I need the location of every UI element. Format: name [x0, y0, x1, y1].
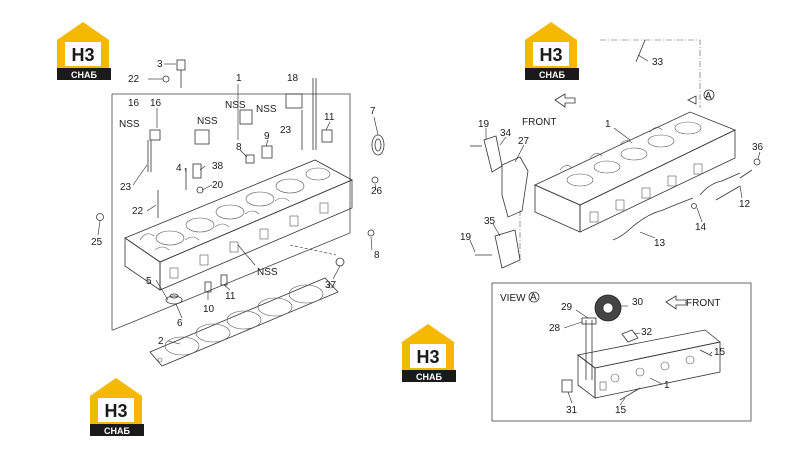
callout: 2 — [158, 336, 164, 347]
callout: 5 — [146, 276, 152, 287]
callout: 1 — [236, 73, 242, 84]
callout: 1 — [664, 380, 670, 391]
callouts-right: 33 1 19 34 27 36 12 14 13 35 19 — [460, 57, 764, 249]
callout: 26 — [371, 186, 383, 197]
nss-label: NSS — [225, 100, 246, 111]
logo-bottom-left: H3 CHAБ — [90, 378, 144, 436]
view-a-front-arrow — [665, 295, 687, 310]
callout: 18 — [287, 73, 299, 84]
callout: 15 — [714, 347, 726, 358]
right-exploded-view: FRONT A — [460, 39, 764, 269]
callout: 8 — [374, 250, 380, 261]
callout: 36 — [752, 142, 764, 153]
callout: 28 — [549, 323, 561, 334]
view-marker: A — [687, 89, 715, 105]
callout: 30 — [632, 297, 644, 308]
logo-caption: CHAБ — [539, 70, 565, 80]
callout: 12 — [739, 199, 751, 210]
callout: 31 — [566, 405, 578, 416]
callout: 7 — [370, 106, 376, 117]
left-frame — [111, 93, 351, 331]
callout: 23 — [120, 182, 132, 193]
nss-label: NSS — [256, 104, 277, 115]
callout: 35 — [484, 216, 496, 227]
callouts-left: 3 22 1 18 16 16 NSS NSS NSS NSS 7 11 23 … — [91, 59, 383, 347]
callout: 27 — [518, 136, 530, 147]
view-a-detail: VIEW A FRONT — [491, 282, 752, 422]
logo-letters: H3 — [104, 401, 127, 421]
logo-mid: H3 CHAБ — [402, 324, 456, 382]
logo-caption: CHAБ — [71, 70, 97, 80]
logo-top-left: H3 CHAБ — [57, 22, 111, 80]
callout: 34 — [500, 128, 512, 139]
callout: 37 — [325, 280, 337, 291]
view-marker-letter: A — [705, 91, 712, 102]
callout: 19 — [478, 119, 490, 130]
callout: 11 — [324, 112, 335, 123]
small-parts-left — [96, 59, 385, 305]
callout: 16 — [150, 98, 162, 109]
left-exploded-view: 3 22 1 18 16 16 NSS NSS NSS NSS 7 11 23 … — [91, 59, 385, 367]
nss-label: NSS — [119, 119, 140, 130]
callout: 25 — [91, 237, 103, 248]
logo-top-center: H3 CHAБ — [525, 22, 579, 80]
callout: 22 — [132, 206, 144, 217]
callouts-view-a: 29 30 28 32 15 1 31 15 — [549, 297, 726, 416]
view-a-front-label: FRONT — [686, 298, 720, 309]
logo-letters: H3 — [539, 45, 562, 65]
callout: 19 — [460, 232, 472, 243]
callout: 23 — [280, 125, 292, 136]
callout: 3 — [157, 59, 163, 70]
view-a-title: VIEW — [500, 293, 526, 304]
callout: 38 — [212, 161, 224, 172]
callout: 14 — [695, 222, 707, 233]
callout: 22 — [128, 74, 140, 85]
cylinder-head-left — [124, 159, 353, 291]
callout: 10 — [203, 304, 215, 315]
frame-line — [600, 39, 701, 108]
callout: 29 — [561, 302, 573, 313]
callout: 4 — [176, 163, 182, 174]
front-arrow: FRONT — [522, 93, 576, 128]
callout: 8 — [236, 142, 242, 153]
leader-lines-right — [469, 54, 761, 253]
view-a-parts — [561, 317, 713, 401]
logo-caption: CHAБ — [104, 426, 130, 436]
view-a-marker: A — [530, 292, 537, 303]
callout: 6 — [177, 318, 183, 329]
callout: 11 — [225, 291, 236, 302]
brackets-right — [470, 39, 761, 269]
leader-lines-left — [97, 63, 379, 345]
callout: 16 — [128, 98, 140, 109]
callout: 32 — [641, 327, 653, 338]
logo-letters: H3 — [71, 45, 94, 65]
callout: 1 — [605, 119, 611, 130]
callout: 13 — [654, 238, 666, 249]
head-gasket — [149, 277, 339, 367]
nss-label: NSS — [257, 267, 278, 278]
callout: 9 — [264, 131, 270, 142]
logo-letters: H3 — [416, 347, 439, 367]
nss-label: NSS — [197, 116, 218, 127]
leader-lines-view-a — [563, 305, 713, 406]
callout: 20 — [212, 180, 224, 191]
logo-caption: CHAБ — [416, 372, 442, 382]
view-a-gear — [594, 294, 622, 322]
view-a-head — [577, 329, 721, 399]
callout: 33 — [652, 57, 664, 68]
front-label: FRONT — [522, 117, 556, 128]
cylinder-head-right — [534, 111, 736, 233]
callout: 15 — [615, 405, 627, 416]
view-a-frame — [491, 282, 752, 422]
